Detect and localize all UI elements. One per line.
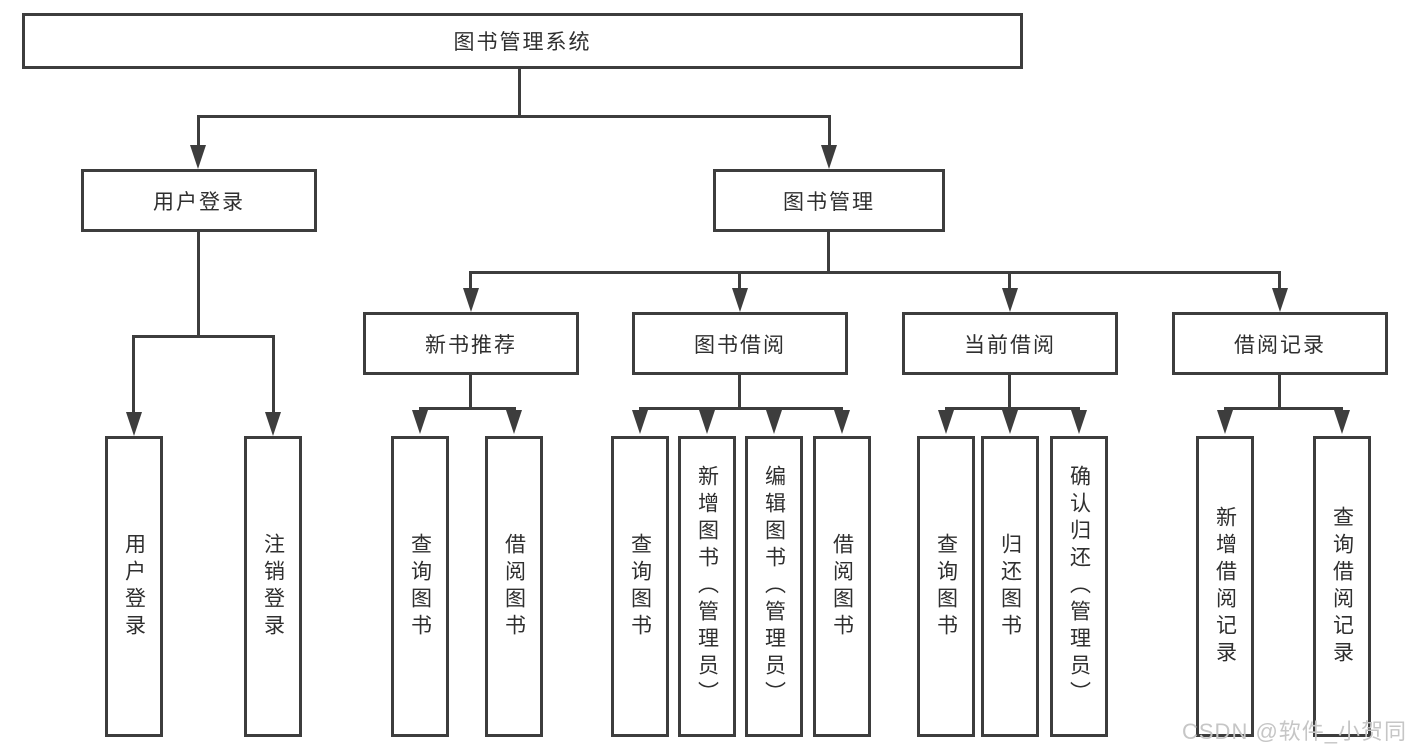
leaf-label: 借阅图书 (502, 532, 526, 641)
leaf-add-books-admin: 新增图书（管理员） (678, 436, 736, 737)
connector-line (639, 407, 843, 410)
leaf-user-login: 用户登录 (105, 436, 163, 737)
arrowhead (412, 410, 428, 434)
node-label: 图书借阅 (694, 333, 786, 357)
connector-line (469, 271, 1281, 274)
connector-line (828, 115, 831, 149)
node-label: 新书推荐 (425, 333, 517, 357)
connector-line (1008, 271, 1011, 293)
leaf-label: 查询借阅记录 (1330, 505, 1354, 668)
leaf-label: 编辑图书（管理员） (762, 465, 786, 708)
node-book-mgmt: 图书管理 (713, 169, 945, 232)
connector-line (197, 115, 831, 118)
connector-line (827, 232, 830, 274)
leaf-label: 新增图书（管理员） (695, 465, 719, 708)
arrowhead (1272, 288, 1288, 312)
node-root: 图书管理系统 (22, 13, 1023, 69)
leaf-label: 借阅图书 (830, 532, 854, 641)
arrowhead (632, 410, 648, 434)
connector-line (132, 335, 135, 416)
leaf-label: 归还图书 (998, 532, 1022, 641)
connector-line (1278, 271, 1281, 293)
leaf-logout: 注销登录 (244, 436, 302, 737)
arrowhead (265, 412, 281, 436)
leaf-label: 用户登录 (122, 532, 146, 641)
arrowhead (834, 410, 850, 434)
arrowhead (126, 412, 142, 436)
arrowhead (463, 288, 479, 312)
node-label: 图书管理 (783, 190, 875, 214)
connector-line (469, 375, 472, 410)
leaf-label: 注销登录 (261, 532, 285, 641)
arrowhead (699, 410, 715, 434)
leaf-query-books: 查询图书 (391, 436, 449, 737)
connector-line (738, 375, 741, 410)
node-borrow-records: 借阅记录 (1172, 312, 1388, 375)
leaf-label: 新增借阅记录 (1213, 505, 1237, 668)
leaf-label: 确认归还（管理员） (1067, 465, 1091, 708)
node-label: 用户登录 (153, 190, 245, 214)
connector-line (1278, 375, 1281, 410)
leaf-borrow-books: 借阅图书 (485, 436, 543, 737)
leaf-label: 查询图书 (934, 532, 958, 641)
connector-line (738, 271, 741, 293)
leaf-confirm-return-admin: 确认归还（管理员） (1050, 436, 1108, 737)
leaf-query-books: 查询图书 (611, 436, 669, 737)
leaf-query-borrow-record: 查询借阅记录 (1313, 436, 1371, 737)
connector-line (469, 271, 472, 293)
watermark-text: CSDN @软件_小贺同学 (1182, 719, 1405, 744)
connector-line (945, 407, 1080, 410)
node-user-login: 用户登录 (81, 169, 317, 232)
node-label: 当前借阅 (964, 333, 1056, 357)
node-root-label: 图书管理系统 (453, 31, 592, 54)
leaf-add-borrow-record: 新增借阅记录 (1196, 436, 1254, 737)
arrowhead (1071, 410, 1087, 434)
node-current-borrow: 当前借阅 (902, 312, 1118, 375)
arrowhead (1334, 410, 1350, 434)
node-new-book-rec: 新书推荐 (363, 312, 579, 375)
arrowhead (190, 145, 206, 169)
node-book-borrow: 图书借阅 (632, 312, 848, 375)
connector-line (518, 67, 521, 118)
leaf-return-books: 归还图书 (981, 436, 1039, 737)
connector-line (1008, 375, 1011, 410)
leaf-borrow-books: 借阅图书 (813, 436, 871, 737)
arrowhead (821, 145, 837, 169)
leaf-query-books: 查询图书 (917, 436, 975, 737)
arrowhead (1217, 410, 1233, 434)
arrowhead (506, 410, 522, 434)
node-label: 借阅记录 (1234, 333, 1326, 357)
arrowhead (732, 288, 748, 312)
connector-line (197, 232, 200, 338)
arrowhead (1002, 288, 1018, 312)
leaf-edit-books-admin: 编辑图书（管理员） (745, 436, 803, 737)
connector-line (272, 335, 275, 416)
connector-line (419, 407, 516, 410)
arrowhead (938, 410, 954, 434)
connector-line (1224, 407, 1343, 410)
leaf-label: 查询图书 (408, 532, 432, 641)
connector-line (132, 335, 275, 338)
leaf-label: 查询图书 (628, 532, 652, 641)
arrowhead (1002, 410, 1018, 434)
arrowhead (766, 410, 782, 434)
connector-line (197, 115, 200, 149)
